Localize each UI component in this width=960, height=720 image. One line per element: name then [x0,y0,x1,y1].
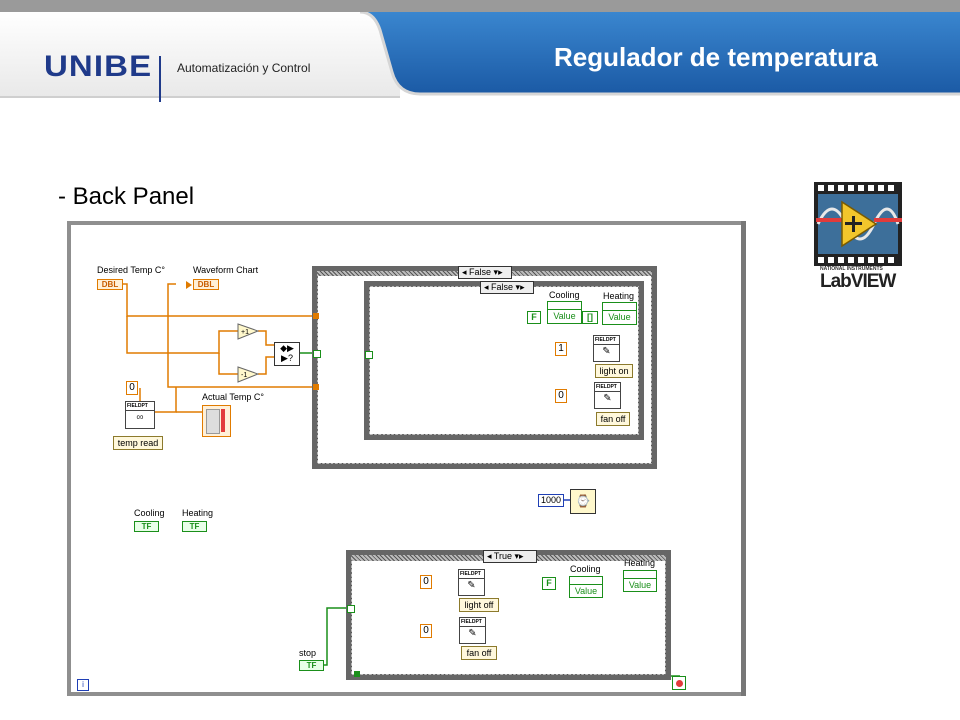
inner-cooling-label: Cooling [549,290,580,300]
fieldpoint-tag: FIELDPT [460,618,485,627]
fieldpoint-tag: FIELDPT [126,402,154,411]
waveform-chart-terminal[interactable]: DBL [193,279,219,290]
tunnel-actual [313,384,319,390]
labview-logo: NATIONAL INSTRUMENTS LabVIEW [812,180,904,292]
fan-off-bottom-label: fan off [461,646,497,660]
inner-case-selector[interactable]: ◂ False ▾▸ [480,281,534,294]
pn-header [603,303,636,311]
fan-off-label: fan off [596,412,630,426]
section-heading: - Back Panel [58,183,195,210]
light-off-constant[interactable]: 0 [420,575,432,589]
bottom-case-inner [352,561,665,674]
bottom-cooling-property-node[interactable]: Value [569,576,603,598]
wait-ms-constant[interactable]: 1000 [538,494,564,507]
bottom-false-constant[interactable]: F [542,577,556,590]
pencil-icon: ✎ [603,393,612,404]
cooling-terminal-label: Cooling [134,508,165,518]
light-off-write-vi[interactable]: FIELDPT ✎ [458,569,485,596]
header-top-band [0,0,960,12]
actual-temp-label: Actual Temp C° [202,392,264,402]
labview-film-icon [814,182,902,266]
pencil-icon: ✎ [467,580,476,591]
light-on-label: light on [595,364,633,378]
inner-heating-property-node[interactable]: Value [602,302,637,325]
diagram-right-border [741,221,746,696]
temp-read-label: temp read [113,436,163,450]
waveform-chart-label: Waveform Chart [193,265,259,275]
logo-divider [159,56,161,102]
increment-symbol: +1 [241,329,249,336]
inner-array-constant[interactable]: [] [582,311,598,324]
wait-ms-node[interactable]: ⌚ [570,489,596,514]
pn-header [570,577,602,585]
decrement-symbol: -1 [241,372,247,379]
outer-case-selector[interactable]: ◂ False ▾▸ [458,266,512,279]
outer-case-selector-label: False [469,267,492,277]
light-off-label: light off [459,598,499,612]
fan-off-write-vi[interactable]: FIELDPT ✎ [594,382,621,409]
bottom-cooling-label: Cooling [570,564,601,574]
thermometer-fill [221,409,225,432]
header-subtitle: Automatización y Control [177,61,311,75]
desired-temp-terminal[interactable]: DBL [97,279,123,290]
inner-cooling-property-node[interactable]: Value [547,301,582,324]
pn-value: Value [628,580,652,590]
header-left-panel [0,12,400,98]
unibe-logo: UNIBE [44,50,153,83]
tunnel-compare [365,351,373,359]
fan-off-bottom-write-vi[interactable]: FIELDPT ✎ [459,617,486,644]
inner-heating-label: Heating [603,291,635,301]
bottom-case-selector-label: True [493,551,513,561]
pn-header [624,571,656,579]
glasses-icon: ∞ [136,412,144,423]
desired-temp-label: Desired Temp C° [97,265,165,275]
tunnel-select [313,350,321,358]
heating-terminal[interactable]: TF [182,521,207,532]
fieldpoint-tag: FIELDPT [459,570,484,579]
stop-if-true-icon [675,679,683,687]
fieldpoint-tag: FIELDPT [594,336,619,345]
light-on-constant[interactable]: 1 [555,342,567,356]
bottom-case-selector[interactable]: ◂ True ▾▸ [483,550,537,563]
bottom-heating-property-node[interactable]: Value [623,570,657,592]
loop-condition-terminal[interactable] [672,676,686,690]
increment-node[interactable]: +1 [237,323,259,340]
cooling-terminal[interactable]: TF [134,521,159,532]
fan-off-bottom-constant[interactable]: 0 [420,624,432,638]
waveform-input-arrow [186,281,192,289]
actual-temp-thermometer[interactable] [202,405,231,437]
header-blue-band [359,12,960,96]
shift-register-square [354,671,360,677]
tunnel-stop [347,605,355,613]
pencil-icon: ✎ [602,346,611,357]
select-node[interactable]: ◆▶▶? [274,342,300,366]
thermometer-scale [206,409,220,434]
bottom-heating-label: Heating [624,558,656,568]
pn-header [548,302,581,310]
labview-wordmark: LabVIEW [820,271,896,292]
decrement-node[interactable]: -1 [237,366,259,383]
fan-off-constant[interactable]: 0 [555,389,567,403]
fieldpoint-tag: FIELDPT [595,383,620,392]
heating-terminal-label: Heating [182,508,214,518]
pn-value: Value [608,312,631,322]
pencil-icon: ✎ [468,628,477,639]
labview-ni-text: NATIONAL INSTRUMENTS [820,266,883,272]
tunnel-desired [313,313,319,319]
pn-value: Value [574,586,598,596]
iteration-terminal: i [77,679,89,691]
channel-zero-constant[interactable]: 0 [126,381,138,395]
page-title: Regulador de temperatura [554,42,878,72]
inner-false-constant[interactable]: F [527,311,541,324]
stop-label: stop [299,648,317,658]
pn-value: Value [553,311,576,321]
stop-terminal[interactable]: TF [299,660,324,671]
temp-read-vi[interactable]: FIELDPT ∞ [125,401,155,429]
inner-case-selector-label: False [491,282,514,292]
light-on-write-vi[interactable]: FIELDPT ✎ [593,335,620,362]
